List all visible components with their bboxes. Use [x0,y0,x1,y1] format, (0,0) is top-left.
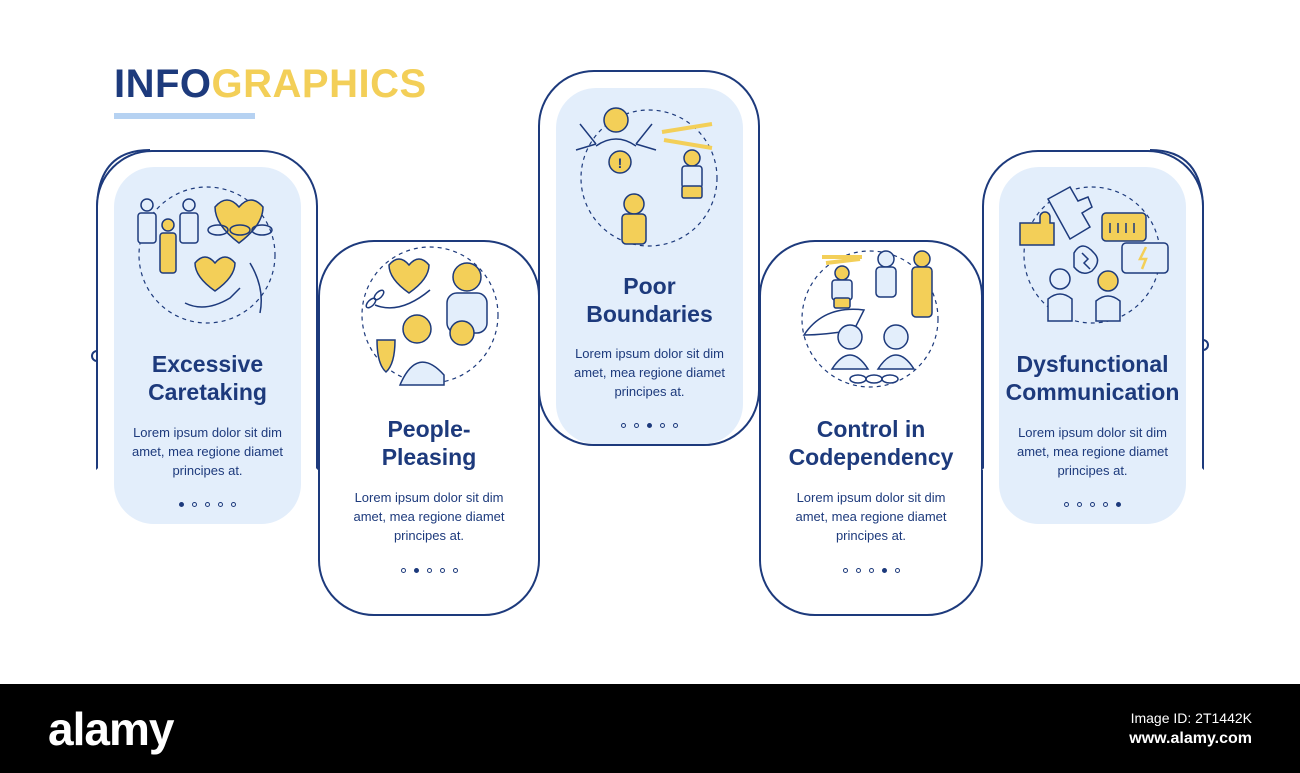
card-4-heading-line1: Control in [816,416,926,442]
card-5-dot-1 [1064,502,1069,507]
card-5-heading-line2: Communication [1005,379,1180,405]
card-4-dot-5 [894,568,900,573]
card-5-dot-4 [1103,502,1108,507]
card-5-pagination [999,502,1186,507]
card-4-dot-4 [881,568,887,573]
communication-icon [1019,185,1169,324]
hearts-chain-people-icon [137,186,276,324]
title-part1: INFO [114,62,212,106]
card-1-dot-3 [205,502,210,507]
card-3-heading: Poor Boundaries [556,272,743,328]
control-puppet-icon [801,250,939,388]
poor-boundaries-icon: ! [575,107,718,247]
card-4-pagination [759,568,983,573]
card-4-dot-3 [868,568,874,573]
card-5-dot-5 [1116,502,1121,507]
infographic-title: INFOGRAPHICS [114,62,427,107]
card-5-body: Lorem ipsum dolor sit dim amet, mea regi… [999,423,1186,480]
card-1-dot-1 [179,502,184,507]
card-1-body-line1: Lorem ipsum dolor sit dim [133,425,282,440]
card-5-heading: Dysfunctional Communication [999,350,1186,406]
card-3-heading-line2: Boundaries [586,301,713,327]
card-4-body-line3: principes at. [835,528,907,543]
svg-text:!: ! [618,155,623,171]
title-part2: GRAPHICS [211,62,427,106]
card-3-dot-2 [634,423,639,428]
card-4-heading-line2: Codependency [788,444,954,470]
card-2-outline [318,240,540,616]
card-5-heading-line1: Dysfunctional [1016,351,1169,377]
card-1-dot-4 [218,502,223,507]
card-2-body-line3: principes at. [393,528,465,543]
card-5-body-line1: Lorem ipsum dolor sit dim [1018,425,1167,440]
card-1-pagination [114,502,301,507]
card-2-dot-1 [400,568,406,573]
card-4-outline [759,240,983,616]
card-3-body-line1: Lorem ipsum dolor sit dim [575,346,724,361]
card-5-dot-2 [1077,502,1082,507]
title-underline [114,113,255,119]
card-4-body-line2: amet, mea regione diamet [795,509,947,524]
card-3-body: Lorem ipsum dolor sit dim amet, mea regi… [556,344,743,401]
card-5-body-line3: principes at. [1057,463,1128,478]
card-4-body: Lorem ipsum dolor sit dim amet, mea regi… [759,488,983,545]
card-4-dot-1 [842,568,848,573]
card-2-dot-4 [439,568,445,573]
card-2-heading-line1: People- [387,416,471,442]
card-3-heading-line1: Poor [623,273,676,299]
card-3-dot-1 [621,423,626,428]
card-1-dot-2 [192,502,197,507]
footer-bar: alamy Image ID: 2T1442K www.alamy.com [0,684,1300,773]
card-2-pagination [318,568,540,573]
card-2-heading: People- Pleasing [318,415,540,471]
card-2-dot-5 [452,568,458,573]
card-3-pagination [556,423,743,428]
card-4-body-line1: Lorem ipsum dolor sit dim [796,490,946,505]
card-3-body-line2: amet, mea regione diamet [573,365,726,380]
card-2-body: Lorem ipsum dolor sit dim amet, mea regi… [318,488,540,545]
card-2-body-line2: amet, mea regione diamet [353,509,505,524]
card-4-heading: Control in Codependency [759,415,983,471]
card-3-dot-4 [660,423,665,428]
card-3-dot-3 [647,423,652,428]
card-2-dot-3 [426,568,432,573]
card-2-dot-2 [413,568,419,573]
card-1-heading-line2: Caretaking [148,379,267,405]
card-1-heading: Excessive Caretaking [114,350,301,406]
card-1-body-line3: principes at. [172,463,243,478]
card-2-body-line1: Lorem ipsum dolor sit dim [354,490,504,505]
card-4-dot-2 [855,568,861,573]
people-pleasing-icon [361,246,499,386]
card-1-body: Lorem ipsum dolor sit dim amet, mea regi… [114,423,301,480]
card-3-body-line3: principes at. [614,384,685,399]
card-5-body-line2: amet, mea regione diamet [1016,444,1169,459]
card-1-body-line2: amet, mea regione diamet [131,444,284,459]
site-link[interactable]: www.alamy.com [1129,730,1252,747]
image-id-label: Image ID: 2T1442K [1130,710,1252,726]
brand-logo[interactable]: alamy [48,703,174,755]
card-1-dot-5 [231,502,236,507]
card-3-dot-5 [673,423,678,428]
card-5-dot-3 [1090,502,1095,507]
card-2-heading-line2: Pleasing [381,444,477,470]
card-1-heading-line1: Excessive [151,351,264,377]
